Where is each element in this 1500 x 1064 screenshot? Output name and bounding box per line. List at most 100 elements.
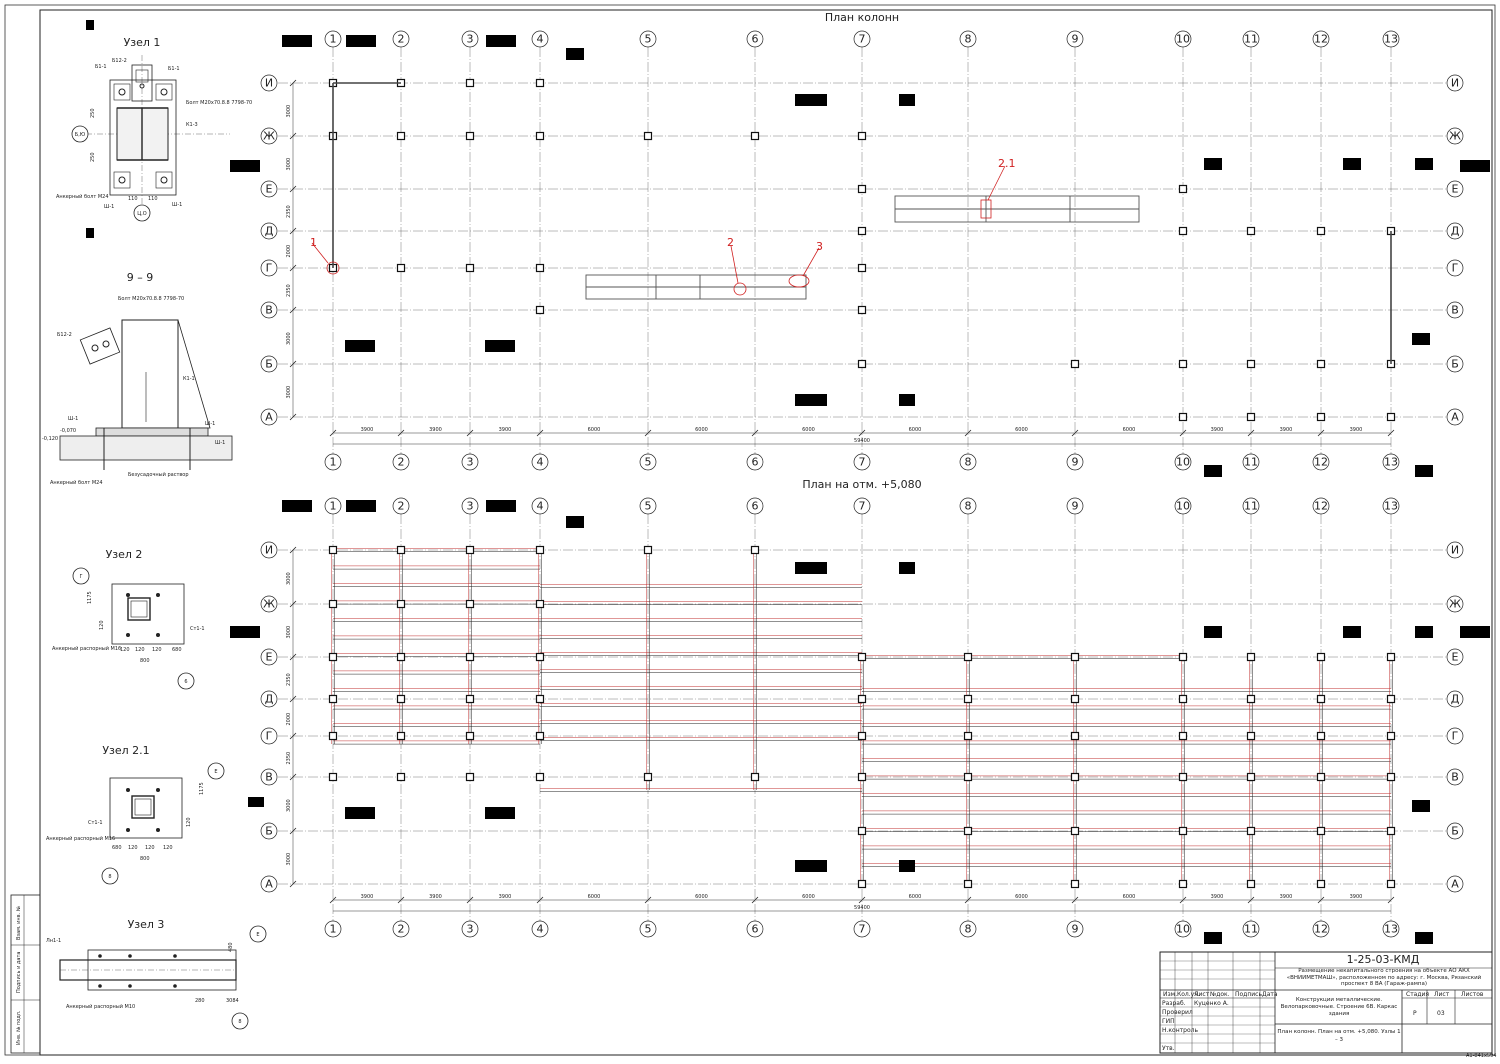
node1-label-b12: Б12-2 (112, 58, 127, 64)
column-plan2-67 (1386, 772, 1396, 782)
colplan-axis-bubble-10-top (1174, 30, 1192, 48)
column-plan2-61 (1316, 772, 1326, 782)
redaction-blocks (86, 20, 1490, 944)
section99-label-k11: К1-1 (183, 376, 195, 382)
floorplan-row-bubble-В-right (1446, 768, 1464, 786)
floorplan-row-bubble-Ж-right (1446, 595, 1464, 613)
tb-head-5: Дата (1262, 991, 1278, 998)
node3-label-anchor: Анкерный распорный М10 (66, 1003, 135, 1010)
colplan-row-label-В-left: В (265, 304, 273, 317)
column-plan2-25 (643, 772, 653, 782)
callout-1: 1 (310, 236, 317, 249)
column-plan2-26 (750, 545, 760, 555)
colplan-vdim-tick-5 (289, 306, 297, 314)
floorplan-axis-label-2-top: 2 (398, 500, 405, 513)
node21-dim-e: 800 (140, 856, 150, 862)
colplan-axis-label-1-bottom: 1 (330, 456, 337, 469)
callouts (311, 165, 1006, 296)
floorplan-row-bubble-А-left (260, 875, 278, 893)
tb-role-0: Разраб. (1162, 1000, 1186, 1007)
floorplan-row-label-Д-left: Д (265, 693, 274, 706)
callout-2: 2 (727, 236, 734, 249)
floorplan-axis-bubble-12-top (1312, 497, 1330, 515)
floorplan-dim-tick-0 (329, 896, 337, 904)
colplan-vdim-tick-3 (289, 227, 297, 235)
floorplan-axis-label-1-top: 1 (330, 500, 337, 513)
section99-detail: 9 – 9 Болт М20х70.8.8 7798-70 Б12-2 К1-1… (42, 271, 233, 486)
colplan-row-bubble-Ж-left (260, 127, 278, 145)
floorplan-dim-bay-0: 3900 (361, 894, 374, 900)
column-plan2-34 (963, 652, 973, 662)
floorplan-vdim-row-5: 3000 (286, 799, 292, 812)
floorplan-axis-bubble-8-top (959, 497, 977, 515)
colplan-row-label-Ж-left: Ж (263, 130, 275, 143)
colplan-dim-tick-6 (858, 429, 866, 437)
column-plan2-30 (857, 731, 867, 741)
tb-code: 1-25-03-КМД (1347, 953, 1420, 966)
colplan-axis-label-5-top: 5 (645, 33, 652, 46)
column-plan1-11 (396, 263, 406, 273)
colplan-axis-bubble-3-bottom (461, 453, 479, 471)
colplan-axis-bubble-7-top (853, 30, 871, 48)
column-plan1-13 (535, 263, 545, 273)
sheet-format: А1-841x594 (1466, 1053, 1496, 1059)
column-plan1-17 (857, 263, 867, 273)
section99-level-b: -0,120 (42, 436, 58, 442)
column-plan2-55 (1246, 772, 1256, 782)
floorplan-axis-bubble-13-bottom (1382, 920, 1400, 938)
colplan-row-bubble-Е-left (260, 180, 278, 198)
colplan-row-label-Б-right: Б (1451, 358, 1459, 371)
floorplan-dim-total: 59400 (854, 905, 870, 911)
node2-axis-b: 6 (184, 679, 187, 685)
floorplan-axis-label-8-top: 8 (965, 500, 972, 513)
floorplan-axis-bubble-13-top (1382, 497, 1400, 515)
node1-label-sh1-b: Ш-1 (172, 202, 182, 208)
floorplan-row-label-В-right: В (1451, 771, 1459, 784)
inner-frame (39, 9, 1493, 1056)
colplan-axis-label-4-top: 4 (537, 33, 544, 46)
floorplan-dim-bay-11: 3900 (1350, 894, 1363, 900)
column-plan1-26 (1246, 412, 1256, 422)
floorplan-axis-bubble-12-bottom (1312, 920, 1330, 938)
tb-sheets-head: Листов (1461, 991, 1484, 998)
colplan-vdim-tick-4 (289, 264, 297, 272)
node1-dim-d: 110 (148, 196, 158, 202)
section99-label-bolt: Болт М20х70.8.8 7798-70 (118, 296, 184, 302)
colplan-dim-bay-5: 6000 (802, 427, 815, 433)
column-plan2-15 (465, 694, 475, 704)
node2-axis-a: Г (79, 574, 82, 580)
colplan-vdim-row-0: 3000 (286, 105, 292, 118)
column-plan2-65 (1386, 694, 1396, 704)
floorplan-axis-label-5-bottom: 5 (645, 923, 652, 936)
colplan-row-label-Ж-right: Ж (1449, 130, 1461, 143)
tb-role-1: Проверил (1162, 1009, 1193, 1016)
colplan-row-bubble-Г-right (1446, 259, 1464, 277)
floorplan-axis-bubble-6-top (746, 497, 764, 515)
column-plan2-10 (396, 731, 406, 741)
colplan-axis-label-11-top: 11 (1244, 33, 1258, 46)
column-plan-title: План колонн (825, 11, 899, 24)
node2-dim-d: 680 (172, 647, 182, 653)
floorplan-row-bubble-Ж-left (260, 595, 278, 613)
colplan-row-label-Е-right: Е (1452, 183, 1459, 196)
column-plan1-12 (465, 263, 475, 273)
column-plan2-64 (1386, 652, 1396, 662)
colplan-vdim-row-6: 3000 (286, 386, 292, 399)
column-plan1-2 (465, 78, 475, 88)
column-plan2-11 (396, 772, 406, 782)
floorplan-row-bubble-Б-right (1446, 822, 1464, 840)
column-plan2-20 (535, 652, 545, 662)
node3-label-ln: Лн1-1 (46, 938, 61, 944)
floorplan-row-bubble-Б-left (260, 822, 278, 840)
floorplan-vdim-tick-7 (289, 880, 297, 888)
floorplan-axis-label-9-bottom: 9 (1072, 923, 1079, 936)
colplan-row-bubble-Е-right (1446, 180, 1464, 198)
column-plan2-62 (1316, 826, 1326, 836)
colplan-dim-bay-6: 6000 (909, 427, 922, 433)
floorplan-dim-bay-1: 3900 (429, 894, 442, 900)
floorplan-axis-label-2-bottom: 2 (398, 923, 405, 936)
floorplan-row-bubble-Д-left (260, 690, 278, 708)
colplan-axis-bubble-12-bottom (1312, 453, 1330, 471)
floorplan-row-bubble-В-left (260, 768, 278, 786)
column-plan2-18 (535, 545, 545, 555)
